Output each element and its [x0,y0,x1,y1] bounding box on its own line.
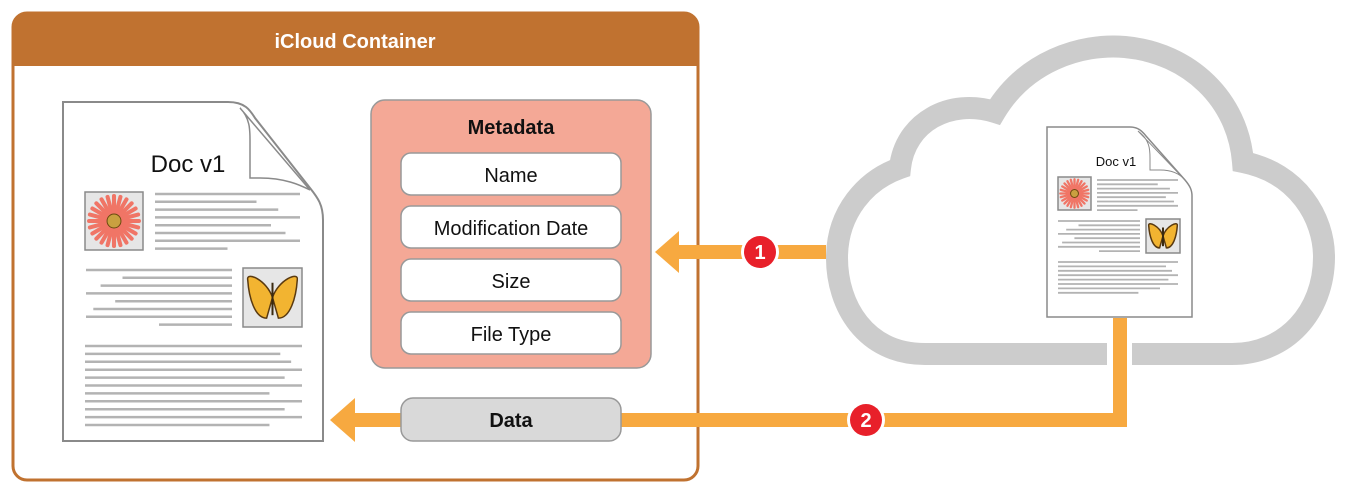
data-block: Data [400,397,622,442]
cloud-icon [825,35,1336,365]
step-badge-2: 2 [847,401,885,439]
metadata-title: Metadata [468,117,556,139]
flower-image [1057,176,1092,211]
data-label: Data [489,410,533,432]
text-lines [1058,179,1178,294]
arrowhead-icon [330,398,355,442]
metadata-item-file-type: File Type [400,311,622,355]
wing [1162,223,1179,249]
cloud-document-label: Doc v1 [1096,154,1136,169]
metadata-item-size: Size [400,258,622,302]
metadata-item-label: Modification Date [434,218,589,240]
metadata-item-modification-date: Modification Date [400,205,622,249]
text-lines [85,192,302,427]
cloud-document-icon: Doc v1 [1046,126,1193,318]
container-header [13,13,698,66]
wing [1147,223,1164,249]
wing [271,275,299,319]
butterfly-image [242,267,303,328]
flower-image [84,191,144,251]
local-document-label: Doc v1 [151,151,226,178]
metadata-panel: Metadata Name Modification Date Size Fil… [370,99,652,369]
step-badge-1: 1 [741,233,779,271]
metadata-item-label: Name [484,165,537,187]
metadata-item-label: File Type [471,324,552,346]
wing [246,275,274,319]
local-document-icon: Doc v1 [62,101,324,442]
butterfly-image [1145,218,1181,254]
step-number: 2 [860,410,871,432]
container-title: iCloud Container [274,31,435,53]
step-number: 1 [754,242,765,264]
metadata-item-label: Size [492,271,531,293]
flower-center [1070,189,1079,198]
flower-center [106,213,122,229]
arrowhead-icon [655,231,679,273]
metadata-item-name: Name [400,152,622,196]
